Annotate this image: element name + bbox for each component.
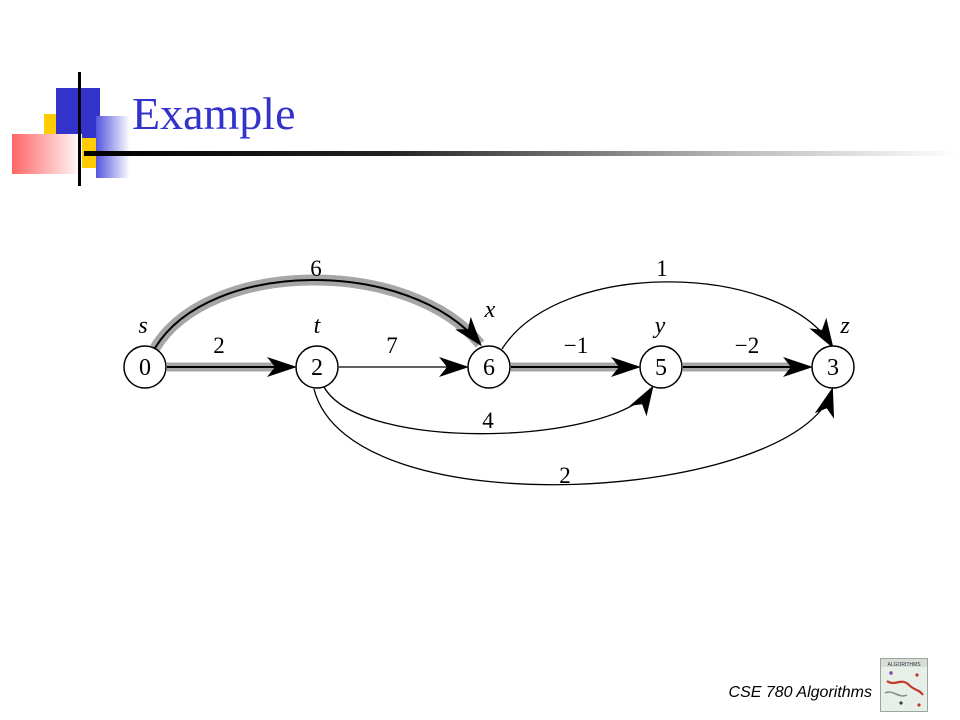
title-rule <box>84 151 960 156</box>
vertex-x: 6 x <box>467 297 511 389</box>
edge-x-z <box>501 281 834 350</box>
edge-t-y <box>323 385 654 435</box>
deco-blue-fade <box>96 116 130 178</box>
vertex-t-name: t <box>314 313 322 339</box>
corner-decoration <box>0 60 140 190</box>
book-cover-art: ALGORITHMS <box>881 659 927 707</box>
footer-course-label: CSE 780 Algorithms <box>728 684 872 701</box>
vertex-t-value: 2 <box>311 355 323 381</box>
vertex-z-value: 3 <box>827 355 839 381</box>
vertex-y-value: 5 <box>655 355 667 381</box>
edge-x-z-weight: 1 <box>656 256 668 281</box>
edge-t-z-weight: 2 <box>559 463 571 488</box>
edge-s-x-weight: 6 <box>310 256 322 281</box>
vertex-z-name: z <box>839 313 850 339</box>
edge-s-x <box>154 279 482 349</box>
vertex-s-value: 0 <box>139 355 151 381</box>
vertex-t: 2 t <box>295 313 339 389</box>
vertex-s: 0 s <box>123 313 167 389</box>
edge-t-x-weight: 7 <box>386 333 398 358</box>
edge-s-t-weight: 2 <box>213 333 225 358</box>
vertex-x-value: 6 <box>483 355 495 381</box>
book-cover-title: ALGORITHMS <box>887 662 921 668</box>
edge-t-z <box>313 387 834 486</box>
vertex-y-name: y <box>653 313 666 339</box>
vertex-y: 5 y <box>639 313 683 389</box>
edge-y-z-weight: −2 <box>735 333 759 358</box>
edge-x-y-weight: −1 <box>564 333 588 358</box>
deco-red-fade <box>12 134 82 174</box>
vertex-x-name: x <box>484 297 496 323</box>
vertex-s-name: s <box>138 313 147 339</box>
vertex-z: 3 z <box>811 313 855 389</box>
book-cover-logo: ALGORITHMS <box>880 658 928 712</box>
edge-t-y-weight: 4 <box>482 408 494 433</box>
deco-vertical-line <box>78 72 81 186</box>
slide-title: Example <box>132 88 296 139</box>
